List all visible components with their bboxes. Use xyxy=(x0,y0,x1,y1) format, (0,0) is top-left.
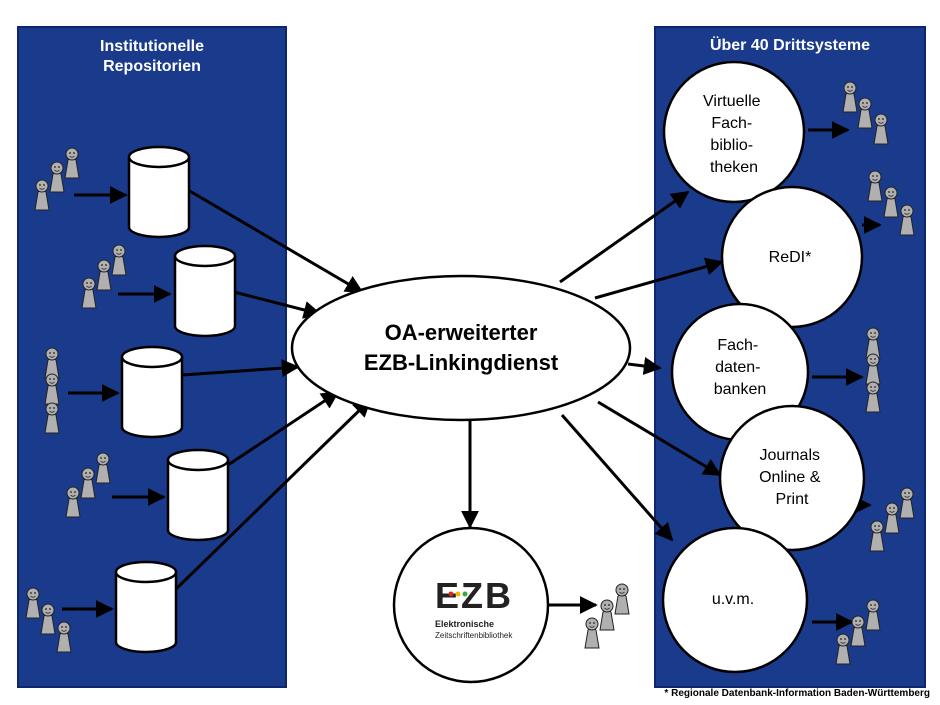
repository-5 xyxy=(114,560,178,654)
system-vfb-line3: biblio- xyxy=(710,137,753,154)
arrow-repo1-center xyxy=(187,188,364,294)
arrow-repo2-center xyxy=(233,290,322,319)
user-icon xyxy=(865,353,881,385)
user-icon xyxy=(869,520,885,552)
user-icon xyxy=(614,583,630,615)
user-icon xyxy=(867,170,883,202)
arrow-center-jop xyxy=(597,400,722,477)
ezb-logo-dot-yellow xyxy=(455,591,461,597)
right-panel-title: Über 40 Drittsysteme xyxy=(710,35,870,54)
system-redi: ReDI* xyxy=(720,185,864,329)
user-icon xyxy=(111,244,127,276)
ezb-logo-line1: Elektronische xyxy=(435,619,494,629)
user-icon xyxy=(49,161,65,193)
system-uvm-line1: u.v.m. xyxy=(712,591,754,608)
repository-1 xyxy=(127,145,191,239)
system-vfb-line1: Virtuelle xyxy=(703,93,761,110)
repository-4 xyxy=(166,448,230,542)
user-icon xyxy=(44,373,60,405)
arrow-center-vfb xyxy=(559,190,690,284)
system-circle xyxy=(661,526,809,674)
system-fdb-line1: Fach- xyxy=(717,337,758,354)
system-circle xyxy=(662,60,806,204)
system-circle xyxy=(718,404,866,552)
system-jop-line2: Online & xyxy=(759,469,821,486)
user-icon xyxy=(80,467,96,499)
user-icon xyxy=(873,113,889,145)
user-icon xyxy=(34,179,50,211)
user-icon xyxy=(850,615,866,647)
user-icon xyxy=(899,487,915,519)
user-icon xyxy=(899,204,915,236)
svg-text:Virtuelle Fach-: Virtuelle Fach- biblio- theken xyxy=(703,93,765,176)
system-vfb: Virtuelle Fach- biblio- theken xyxy=(662,60,806,204)
system-jop-line3: Print xyxy=(776,491,809,508)
arrows xyxy=(62,121,882,631)
user-icon xyxy=(95,452,111,484)
ezb-logo-mark: EZB xyxy=(435,575,513,616)
ezb-logo-dot-red xyxy=(448,591,454,597)
svg-text:Fach- daten- b: Fach- daten- banken xyxy=(714,337,767,398)
user-icon xyxy=(883,186,899,218)
user-icon xyxy=(599,599,615,631)
repository-3 xyxy=(120,345,184,439)
svg-text:Journals Online &: Journals Online & Print xyxy=(759,447,825,508)
user-icon xyxy=(40,603,56,635)
user-group-ezb xyxy=(584,583,630,649)
system-redi-line1: ReDI* xyxy=(769,249,812,266)
arrow-center-fdb xyxy=(627,357,662,375)
center-service-node xyxy=(290,274,632,422)
left-panel-title-line1: Institutionelle xyxy=(100,38,204,55)
ezb-node xyxy=(392,526,550,684)
user-icon xyxy=(865,599,881,631)
user-icon xyxy=(884,502,900,534)
user-icon xyxy=(835,633,851,665)
user-icon xyxy=(96,259,112,291)
ezb-logo-dot-green xyxy=(462,591,468,597)
user-icon xyxy=(584,617,600,649)
user-icon xyxy=(64,147,80,179)
arrow-repo3-center xyxy=(181,359,300,378)
arrow-center-redi xyxy=(594,257,724,300)
repository-2 xyxy=(173,244,237,338)
system-vfb-line2: Fach- xyxy=(711,115,752,132)
left-panel-title-line2: Repositorien xyxy=(103,58,201,75)
user-icon xyxy=(65,486,81,518)
user-icon xyxy=(842,81,858,113)
system-fdb-line2: daten- xyxy=(715,359,760,376)
center-service-line2: EZB-Linkingdienst xyxy=(364,350,559,375)
arrow-repo4-center xyxy=(227,390,340,467)
arrow-repo5-center xyxy=(173,398,372,592)
system-vfb-line4: theken xyxy=(710,159,758,176)
user-icon xyxy=(25,587,41,619)
footnote: * Regionale Datenbank-Information Baden-… xyxy=(664,688,930,699)
system-uvm: u.v.m. xyxy=(661,526,809,674)
arrow-center-uvm xyxy=(560,414,674,542)
ezb-logo: EZB Elektronische Zeitschriftenbibliothe… xyxy=(435,575,513,640)
system-fdb-line3: banken xyxy=(714,381,767,398)
system-jop-line1: Journals xyxy=(760,447,820,464)
user-icon xyxy=(81,277,97,309)
user-icon xyxy=(56,621,72,653)
center-service-line1: OA-erweiterter xyxy=(385,320,538,345)
user-icon xyxy=(865,381,881,413)
user-icon xyxy=(44,402,60,434)
system-jop: Journals Online & Print xyxy=(718,404,866,552)
user-icon xyxy=(857,97,873,129)
ezb-logo-line2: Zeitschriftenbibliothek xyxy=(435,631,513,640)
